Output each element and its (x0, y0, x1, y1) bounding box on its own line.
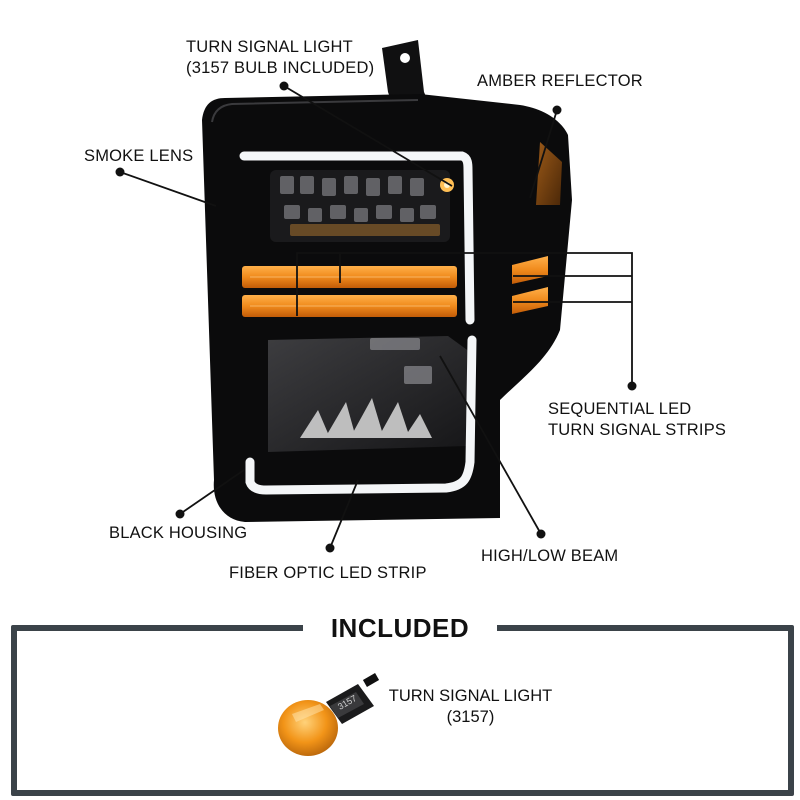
callout-amber-reflector: AMBER REFLECTOR (477, 72, 643, 90)
included-item-label: TURN SIGNAL LIGHT (3157) (383, 686, 558, 728)
callout-sequential-line1: SEQUENTIAL LED (548, 400, 692, 418)
callout-turn-signal-light: TURN SIGNAL LIGHT (3157 BULB INCLUDED) (186, 37, 374, 79)
included-item-line2: (3157) (446, 708, 495, 726)
side-amber-strips (512, 256, 548, 314)
included-item-line1: TURN SIGNAL LIGHT (388, 687, 553, 705)
callout-turn-signal-line1: TURN SIGNAL LIGHT (186, 38, 353, 56)
leader-dots (115, 81, 637, 553)
callout-black-housing: BLACK HOUSING (109, 524, 248, 542)
callout-fiber-optic-led-strip: FIBER OPTIC LED STRIP (229, 564, 427, 582)
leader-lines (119, 85, 633, 549)
callout-sequential-line2: TURN SIGNAL STRIPS (548, 421, 727, 439)
sequential-led-strips (242, 266, 457, 317)
upper-reflector-area (270, 170, 454, 242)
callout-smoke-lens: SMOKE LENS (84, 147, 194, 165)
fiber-optic-upper (239, 151, 475, 325)
callout-turn-signal-line2: (3157 BULB INCLUDED) (186, 59, 375, 77)
callout-sequential-led: SEQUENTIAL LED TURN SIGNAL STRIPS (548, 399, 726, 441)
mounting-bracket (382, 40, 432, 112)
included-title: INCLUDED (303, 608, 497, 648)
bulb-3157-image: 3157 (278, 673, 380, 756)
high-low-beam-lens (268, 336, 470, 452)
fiber-optic-lower (245, 335, 477, 495)
callout-high-low-beam: HIGH/LOW BEAM (481, 547, 619, 565)
